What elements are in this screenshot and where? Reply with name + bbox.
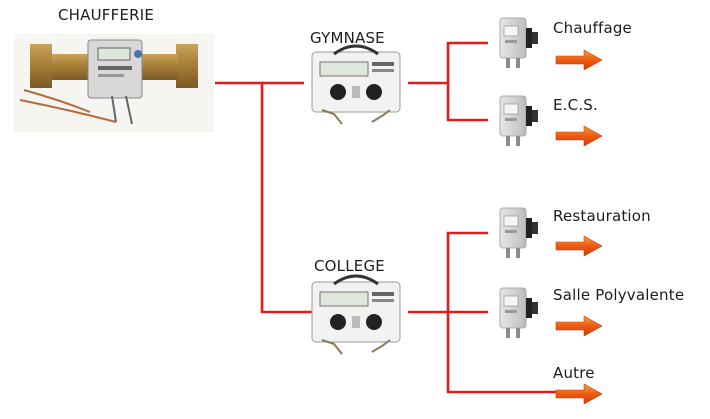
valve-icon-salle-polyvalente: [499, 287, 539, 339]
connector-gymnase-branch-2: [446, 83, 488, 122]
main-heat-meter-image: [14, 34, 214, 132]
college-heat-meter-icon: [310, 274, 402, 356]
output-label-chauffage: Chauffage: [553, 19, 632, 37]
connector-source-trunk: [215, 81, 312, 314]
connector-college-branch: [446, 231, 488, 312]
output-label-autre: Autre: [553, 364, 595, 382]
valve-icon-restauration: [499, 207, 539, 259]
building-label-college: COLLEGE: [314, 257, 385, 275]
output-label-restauration: Restauration: [553, 207, 651, 225]
valve-icon-chauffage: [499, 17, 539, 69]
connector-college-branch-3: [446, 312, 586, 394]
valve-icon-ecs: [499, 95, 539, 147]
building-label-gymnase: GYMNASE: [310, 29, 385, 47]
output-label-ecs: E.C.S.: [553, 96, 598, 114]
connector-gymnase-branch: [408, 41, 488, 85]
flow-arrow-icon-ecs: [555, 125, 603, 147]
gymnase-heat-meter-icon: [310, 44, 402, 126]
flow-arrow-icon-restauration: [555, 235, 603, 257]
connector-lines: [215, 41, 586, 394]
output-label-salle-polyvalente: Salle Polyvalente: [553, 286, 685, 304]
flow-arrow-icon-chauffage: [555, 49, 603, 71]
flow-arrow-icon-autre: [555, 383, 603, 405]
flow-arrow-icon-salle-polyvalente: [555, 315, 603, 337]
source-label: CHAUFFERIE: [58, 6, 155, 24]
